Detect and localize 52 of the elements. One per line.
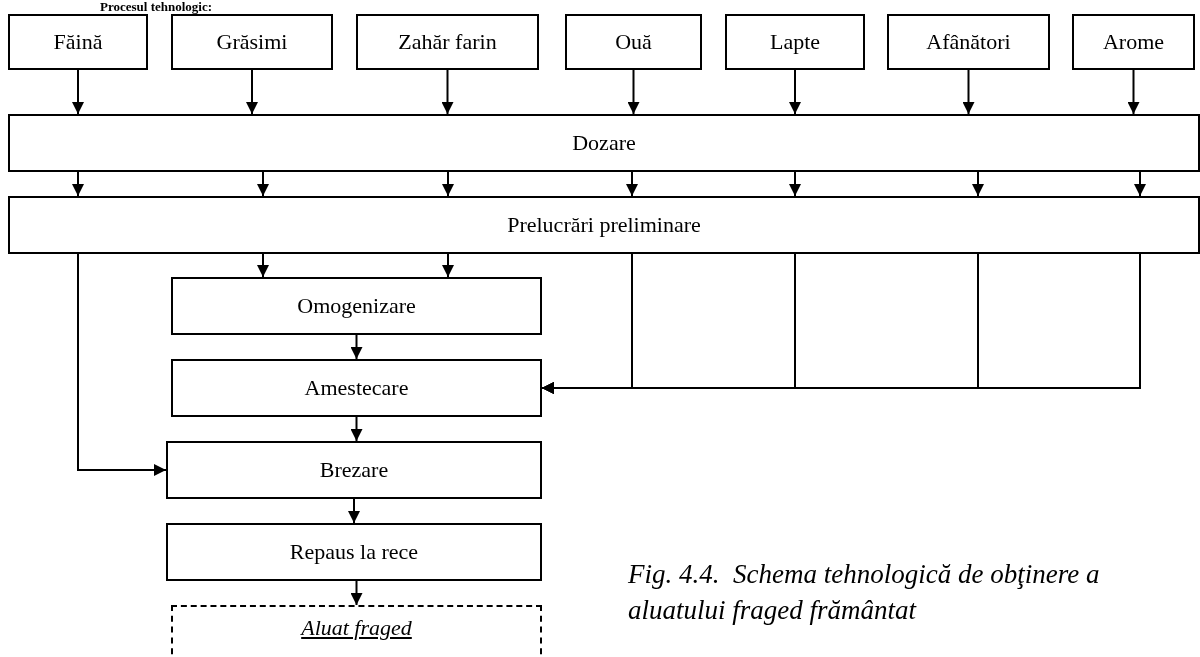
process-box [166,441,542,499]
box-label: Zahăr farin [398,29,497,55]
arrow [789,69,801,115]
arrow [972,171,984,197]
box-label: Omogenizare [297,293,416,319]
process-box [565,14,702,70]
box-label: Dozare [572,130,636,156]
box-label: Afânători [926,29,1011,55]
arrow [72,171,84,197]
box-label: Prelucrări preliminare [507,212,701,238]
arrow [441,69,454,115]
arrow [1127,69,1140,115]
page-title: Procesul tehnologic: [100,0,213,14]
arrow [1134,171,1146,197]
arrow [72,69,84,115]
box-label: Arome [1102,29,1165,55]
arrow [350,416,363,442]
product-box [171,605,542,657]
arrow [442,171,454,197]
box-label: Amestecare [304,375,409,401]
arrow [541,253,1141,394]
process-box [725,14,865,70]
figure-caption: Fig. 4.4. Schema tehnologică de obţinere a aluatului fraged frământat [628,558,1101,627]
box-label: Ouă [615,29,652,55]
box-label: Repaus la rece [289,539,419,565]
process-box [8,14,148,70]
arrow [627,69,640,115]
arrow [257,171,269,197]
arrow [442,253,454,278]
arrow [246,69,258,115]
arrow [348,498,360,524]
process-box [1072,14,1195,70]
arrow [789,171,801,197]
process-box [356,14,539,70]
process-box [8,196,1200,254]
box-label: Lapte [769,29,821,55]
box-label: Aluat fraged [301,615,412,641]
process-box [8,114,1200,172]
process-box [171,277,542,335]
arrow [626,171,638,197]
arrow [350,334,363,360]
box-label: Brezare [319,457,389,483]
process-box [171,14,333,70]
arrow [77,253,167,476]
arrow [350,580,363,606]
arrow [962,69,975,115]
arrow [257,253,269,278]
box-label: Făină [53,29,103,55]
process-box [171,359,542,417]
box-label: Grăsimi [216,29,288,55]
process-box [887,14,1050,70]
process-box [166,523,542,581]
